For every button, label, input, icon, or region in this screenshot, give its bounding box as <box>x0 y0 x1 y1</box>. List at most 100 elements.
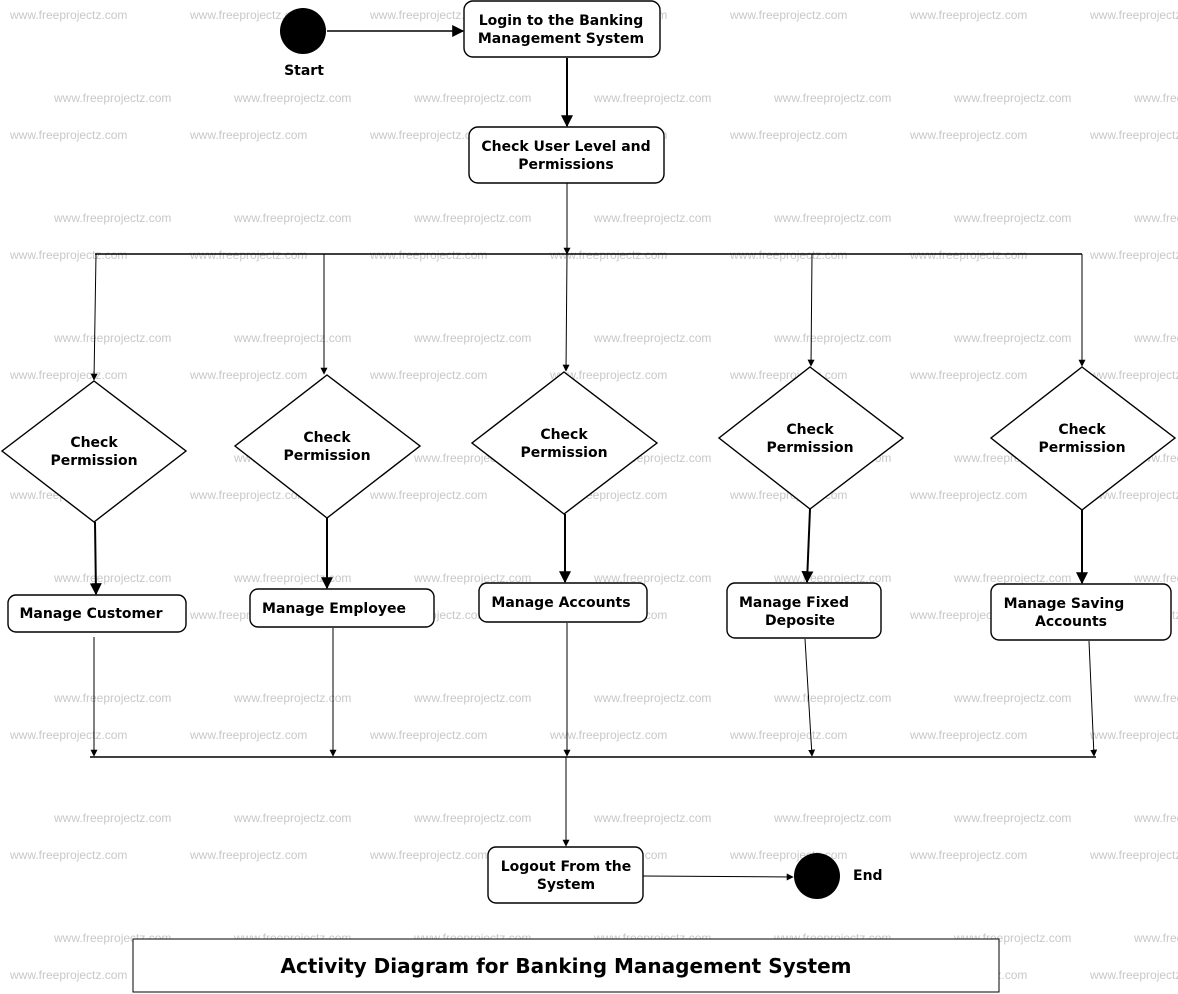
check-user-level-line2: Permissions <box>518 157 613 173</box>
manage-fixed-deposit-line2: Deposite <box>765 613 835 629</box>
check-user-level-line1: Check User Level and <box>481 139 650 155</box>
watermark-text: www.freeprojectz.com <box>1089 368 1178 382</box>
watermark-text: www.freeprojectz.com <box>369 8 487 22</box>
decision-fixed-deposit-line2: Permission <box>766 440 853 456</box>
manage-saving-accounts-line2: Accounts <box>1035 614 1107 630</box>
watermark-text: www.freeprojectz.com <box>413 571 531 585</box>
watermark-text: www.freeprojectz.com <box>189 8 307 22</box>
edge-fork-to-accounts <box>562 253 570 372</box>
watermark-text: www.freeprojectz.com <box>953 571 1071 585</box>
watermark-text: www.freeprojectz.com <box>549 728 667 742</box>
manage-accounts-label: Manage Accounts <box>491 595 630 611</box>
watermark-text: www.freeprojectz.com <box>773 211 891 225</box>
watermark-text: www.freeprojectz.com <box>1089 8 1178 22</box>
decision-saving <box>989 366 1177 511</box>
watermark-text: www.freeprojectz.com <box>909 248 1027 262</box>
end-node <box>794 853 840 899</box>
watermark-text: www.freeprojectz.com <box>1133 811 1178 825</box>
edge-logout-to-end <box>642 873 794 881</box>
login-activity <box>463 0 661 58</box>
watermark-text: www.freeprojectz.com <box>909 488 1027 502</box>
decision-customer <box>0 380 188 523</box>
watermark-text: www.freeprojectz.com <box>1089 968 1178 982</box>
watermark-text: www.freeprojectz.com <box>369 728 487 742</box>
watermark-text: www.freeprojectz.com <box>729 128 847 142</box>
manage-employee-activity <box>249 588 435 628</box>
watermark-text: www.freeprojectz.com <box>1133 211 1178 225</box>
watermark-text: www.freeprojectz.com <box>233 691 351 705</box>
watermark-text: www.freeprojectz.com <box>1133 331 1178 345</box>
watermark-text: www.freeprojectz.com <box>233 811 351 825</box>
watermark-text: www.freeprojectz.com <box>413 691 531 705</box>
watermark-text: www.freeprojectz.com <box>953 811 1071 825</box>
decision-employee-line2: Permission <box>283 448 370 464</box>
watermark-text: www.freeprojectz.com <box>53 331 171 345</box>
decision-saving-line2: Permission <box>1038 440 1125 456</box>
manage-fixed-deposit-activity <box>726 582 882 639</box>
watermark-text: www.freeprojectz.com <box>593 211 711 225</box>
watermark-text: www.freeprojectz.com <box>189 128 307 142</box>
watermark-text: www.freeprojectz.com <box>9 368 127 382</box>
watermark-text: www.freeprojectz.com <box>1089 728 1178 742</box>
watermark-text: www.freeprojectz.com <box>1133 931 1178 945</box>
watermark-text: www.freeprojectz.com <box>909 8 1027 22</box>
watermark-text: www.freeprojectz.com <box>909 848 1027 862</box>
watermark-text: www.freeprojectz.com <box>189 488 307 502</box>
manage-accounts-activity <box>478 582 648 623</box>
watermark-text: www.freeprojectz.com <box>53 811 171 825</box>
decision-employee <box>233 374 422 519</box>
decision-accounts-line1: Check <box>540 427 588 443</box>
watermark-text: www.freeprojectz.com <box>953 211 1071 225</box>
watermark-text: www.freeprojectz.com <box>909 128 1027 142</box>
watermark-text: www.freeprojectz.com <box>1089 248 1178 262</box>
watermark-text: www.freeprojectz.com <box>773 331 891 345</box>
manage-customer-label: Manage Customer <box>19 606 162 622</box>
edge-fork-to-fixed <box>807 253 815 367</box>
watermark-text: www.freeprojectz.com <box>1089 848 1178 862</box>
decision-fixed-deposit-line1: Check <box>786 422 834 438</box>
watermark-text: www.freeprojectz.com <box>729 728 847 742</box>
watermark-text: www.freeprojectz.com <box>729 248 847 262</box>
watermark-text: www.freeprojectz.com <box>53 91 171 105</box>
watermark-text: www.freeprojectz.com <box>729 8 847 22</box>
watermark-text: www.freeprojectz.com <box>369 848 487 862</box>
watermark-text: www.freeprojectz.com <box>729 368 847 382</box>
watermark-text: www.freeprojectz.com <box>773 811 891 825</box>
edge-customer-decision-to-activity <box>89 521 102 596</box>
watermark-text: www.freeprojectz.com <box>413 331 531 345</box>
watermark-text: www.freeprojectz.com <box>909 728 1027 742</box>
watermark-text: www.freeprojectz.com <box>233 571 351 585</box>
watermark-text: www.freeprojectz.com <box>413 91 531 105</box>
watermark-text: www.freeprojectz.com <box>189 368 307 382</box>
decision-accounts <box>470 371 659 515</box>
watermark-text: www.freeprojectz.com <box>53 571 171 585</box>
decision-employee-line1: Check <box>303 430 351 446</box>
watermark-text: www.freeprojectz.com <box>593 811 711 825</box>
watermark-text: www.freeprojectz.com <box>1089 128 1178 142</box>
watermark-text: www.freeprojectz.com <box>773 691 891 705</box>
watermark-text: www.freeprojectz.com <box>233 331 351 345</box>
diagram-title: Activity Diagram for Banking Management … <box>280 954 851 978</box>
manage-saving-accounts-line1: Manage Saving <box>1004 596 1125 612</box>
watermark-text: www.freeprojectz.com <box>549 368 667 382</box>
watermark-text: www.freeprojectz.com <box>593 691 711 705</box>
watermark-text: www.freeprojectz.com <box>1133 691 1178 705</box>
watermark-text: www.freeprojectz.com <box>9 848 127 862</box>
manage-fixed-deposit-line1: Manage Fixed <box>739 595 849 611</box>
watermark-text: www.freeprojectz.com <box>369 128 487 142</box>
diagram-title-box <box>132 938 1000 993</box>
watermark-text: www.freeprojectz.com <box>189 728 307 742</box>
edge-saving-to-join <box>1088 640 1098 757</box>
manage-customer-activity <box>7 594 187 633</box>
decision-saving-line1: Check <box>1058 422 1106 438</box>
logout-line2: System <box>537 877 595 893</box>
watermark-text: www.freeprojectz.com <box>1133 571 1178 585</box>
watermark-text: www.freeprojectz.com <box>53 211 171 225</box>
start-label: Start <box>284 63 324 79</box>
watermark-text: www.freeprojectz.com <box>369 488 487 502</box>
watermark-text: www.freeprojectz.com <box>9 128 127 142</box>
watermark-text: www.freeprojectz.com <box>953 91 1071 105</box>
decision-customer-line2: Permission <box>50 453 137 469</box>
watermark-text: www.freeprojectz.com <box>189 848 307 862</box>
